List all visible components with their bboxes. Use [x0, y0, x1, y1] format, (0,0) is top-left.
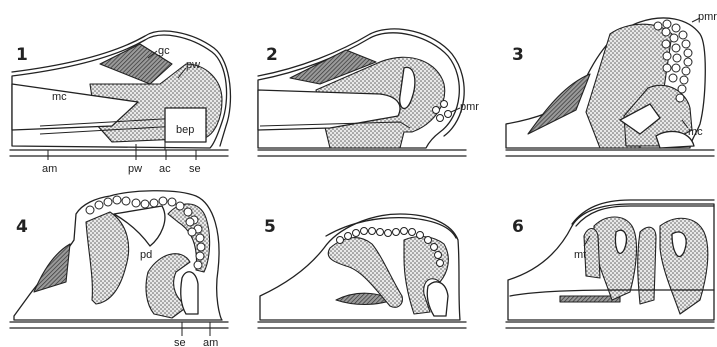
label-ac: ac: [159, 163, 171, 175]
panel-3-number: 3: [512, 45, 524, 65]
panel-2: 2 pmr: [258, 29, 479, 156]
panel-5: 5: [258, 214, 466, 328]
label-gc: gc: [158, 45, 170, 57]
panel-1-number: 1: [16, 45, 28, 65]
panel-2-number: 2: [266, 45, 278, 65]
panel-6-number: 6: [512, 217, 524, 237]
label-mc-3: mc: [688, 126, 703, 138]
label-pmr-3: pmr: [698, 11, 717, 23]
label-mc: mc: [52, 91, 67, 103]
panel-1: 1 gc pw mc bep am pw ac se: [10, 31, 230, 175]
label-bep: bep: [176, 124, 194, 136]
label-se: se: [189, 163, 201, 175]
label-pd: pd: [140, 249, 152, 261]
panel-5-number: 5: [264, 217, 276, 237]
label-am: am: [42, 163, 57, 175]
label-pw-top: pw: [186, 59, 200, 71]
label-mt: mt: [574, 249, 586, 261]
panel-3: 3 pmr mc: [506, 11, 717, 156]
label-am-4: am: [203, 337, 218, 347]
panel-4-number: 4: [16, 217, 28, 237]
label-pw-bottom: pw: [128, 163, 142, 175]
panel-4: 4 pd se am: [10, 191, 228, 347]
label-pmr-2: pmr: [460, 101, 479, 113]
label-se-4: se: [174, 337, 186, 347]
panel-6: 6 mt: [506, 200, 714, 328]
